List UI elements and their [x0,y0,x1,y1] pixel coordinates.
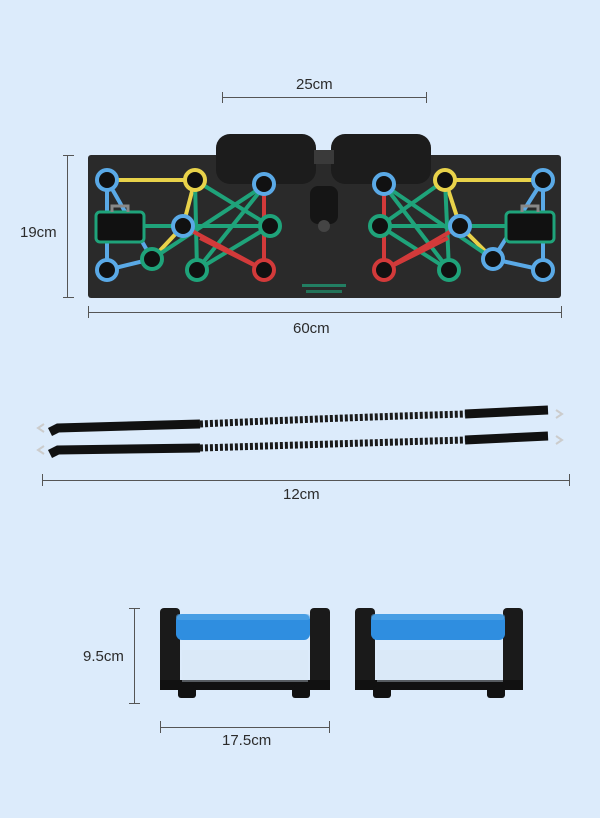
dim-line-pushup-height [134,608,135,704]
dim-tick [88,306,89,318]
dim-line-pushup-width [160,727,330,728]
dim-line-board-width [88,312,562,313]
push-up-board-illustration [88,134,561,298]
push-up-handle-right [355,608,523,698]
dim-line-bands-length [42,480,570,481]
dim-tick [63,155,74,156]
dim-tick [160,721,161,733]
resistance-bands-illustration [36,405,564,459]
push-up-handle-left [160,608,330,698]
dim-tick [129,703,140,704]
dim-label-pushup-width: 17.5cm [222,732,272,749]
dim-tick [569,474,570,486]
dim-label-board-width: 60cm [293,320,330,337]
dim-tick [42,474,43,486]
dim-label-bands-length: 12cm [283,486,320,503]
dim-label-pushup-height: 9.5cm [83,648,124,665]
dim-label-board-height: 19cm [20,224,57,241]
dim-line-handle-width [222,97,427,98]
push-up-handles-illustration [160,608,523,698]
dim-tick [63,297,74,298]
dim-tick [129,608,140,609]
dim-tick [222,92,223,103]
dim-line-board-height [67,155,68,298]
dim-tick [426,92,427,103]
dim-tick [561,306,562,318]
dim-tick [329,721,330,733]
dim-label-handle-width: 25cm [296,76,333,93]
